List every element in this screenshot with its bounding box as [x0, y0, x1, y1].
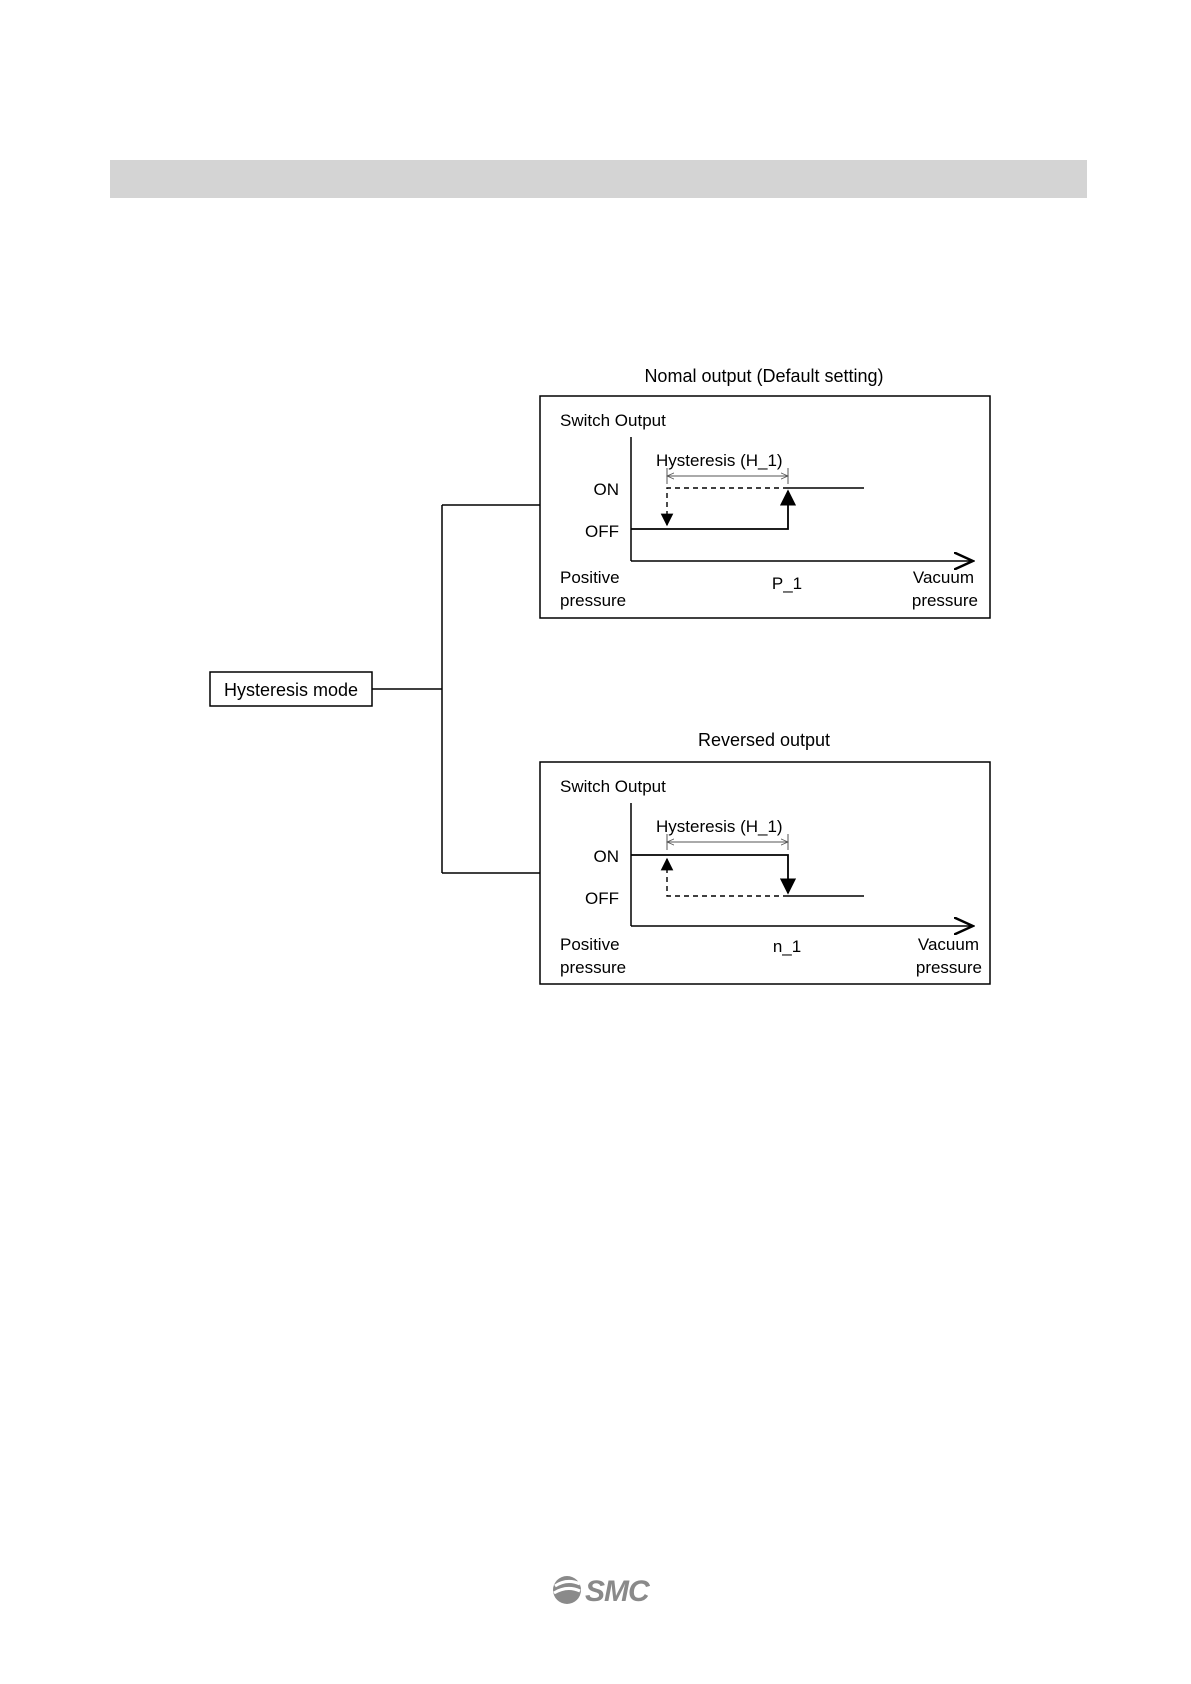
- reversed-off-label: OFF: [585, 889, 619, 908]
- smc-logo-text: SMC: [585, 1575, 651, 1608]
- reversed-right-label-line2: pressure: [916, 958, 982, 977]
- reversed-on-label: ON: [594, 847, 620, 866]
- reversed-output-title: Reversed output: [698, 730, 830, 750]
- reversed-left-label-line2: pressure: [560, 958, 626, 977]
- tree-connectors: [372, 505, 540, 873]
- normal-on-label: ON: [594, 480, 620, 499]
- normal-right-label-line1: Vacuum: [913, 568, 974, 587]
- normal-right-label-line2: pressure: [912, 591, 978, 610]
- normal-off-label: OFF: [585, 522, 619, 541]
- normal-y-axis-label: Switch Output: [560, 411, 666, 430]
- reversed-left-label-line1: Positive: [560, 935, 620, 954]
- reversed-y-axis-label: Switch Output: [560, 777, 666, 796]
- reversed-right-label-line1: Vacuum: [918, 935, 979, 954]
- normal-output-title: Nomal output (Default setting): [644, 366, 883, 386]
- normal-left-label-line2: pressure: [560, 591, 626, 610]
- smc-logo: SMC: [553, 1575, 651, 1608]
- hysteresis-mode-node: Hysteresis mode: [210, 672, 372, 706]
- normal-set-point-label: P_1: [772, 574, 802, 593]
- normal-left-label-line1: Positive: [560, 568, 620, 587]
- normal-output-panel: Nomal output (Default setting) Switch Ou…: [540, 366, 990, 618]
- hysteresis-mode-label: Hysteresis mode: [224, 680, 358, 700]
- reversed-set-point-label: n_1: [773, 937, 801, 956]
- reversed-hysteresis-label: Hysteresis (H_1): [656, 817, 783, 836]
- reversed-output-panel: Reversed output Switch Output ON OFF Hys…: [540, 730, 990, 984]
- smc-logo-icon: [553, 1576, 581, 1604]
- normal-hysteresis-label: Hysteresis (H_1): [656, 451, 783, 470]
